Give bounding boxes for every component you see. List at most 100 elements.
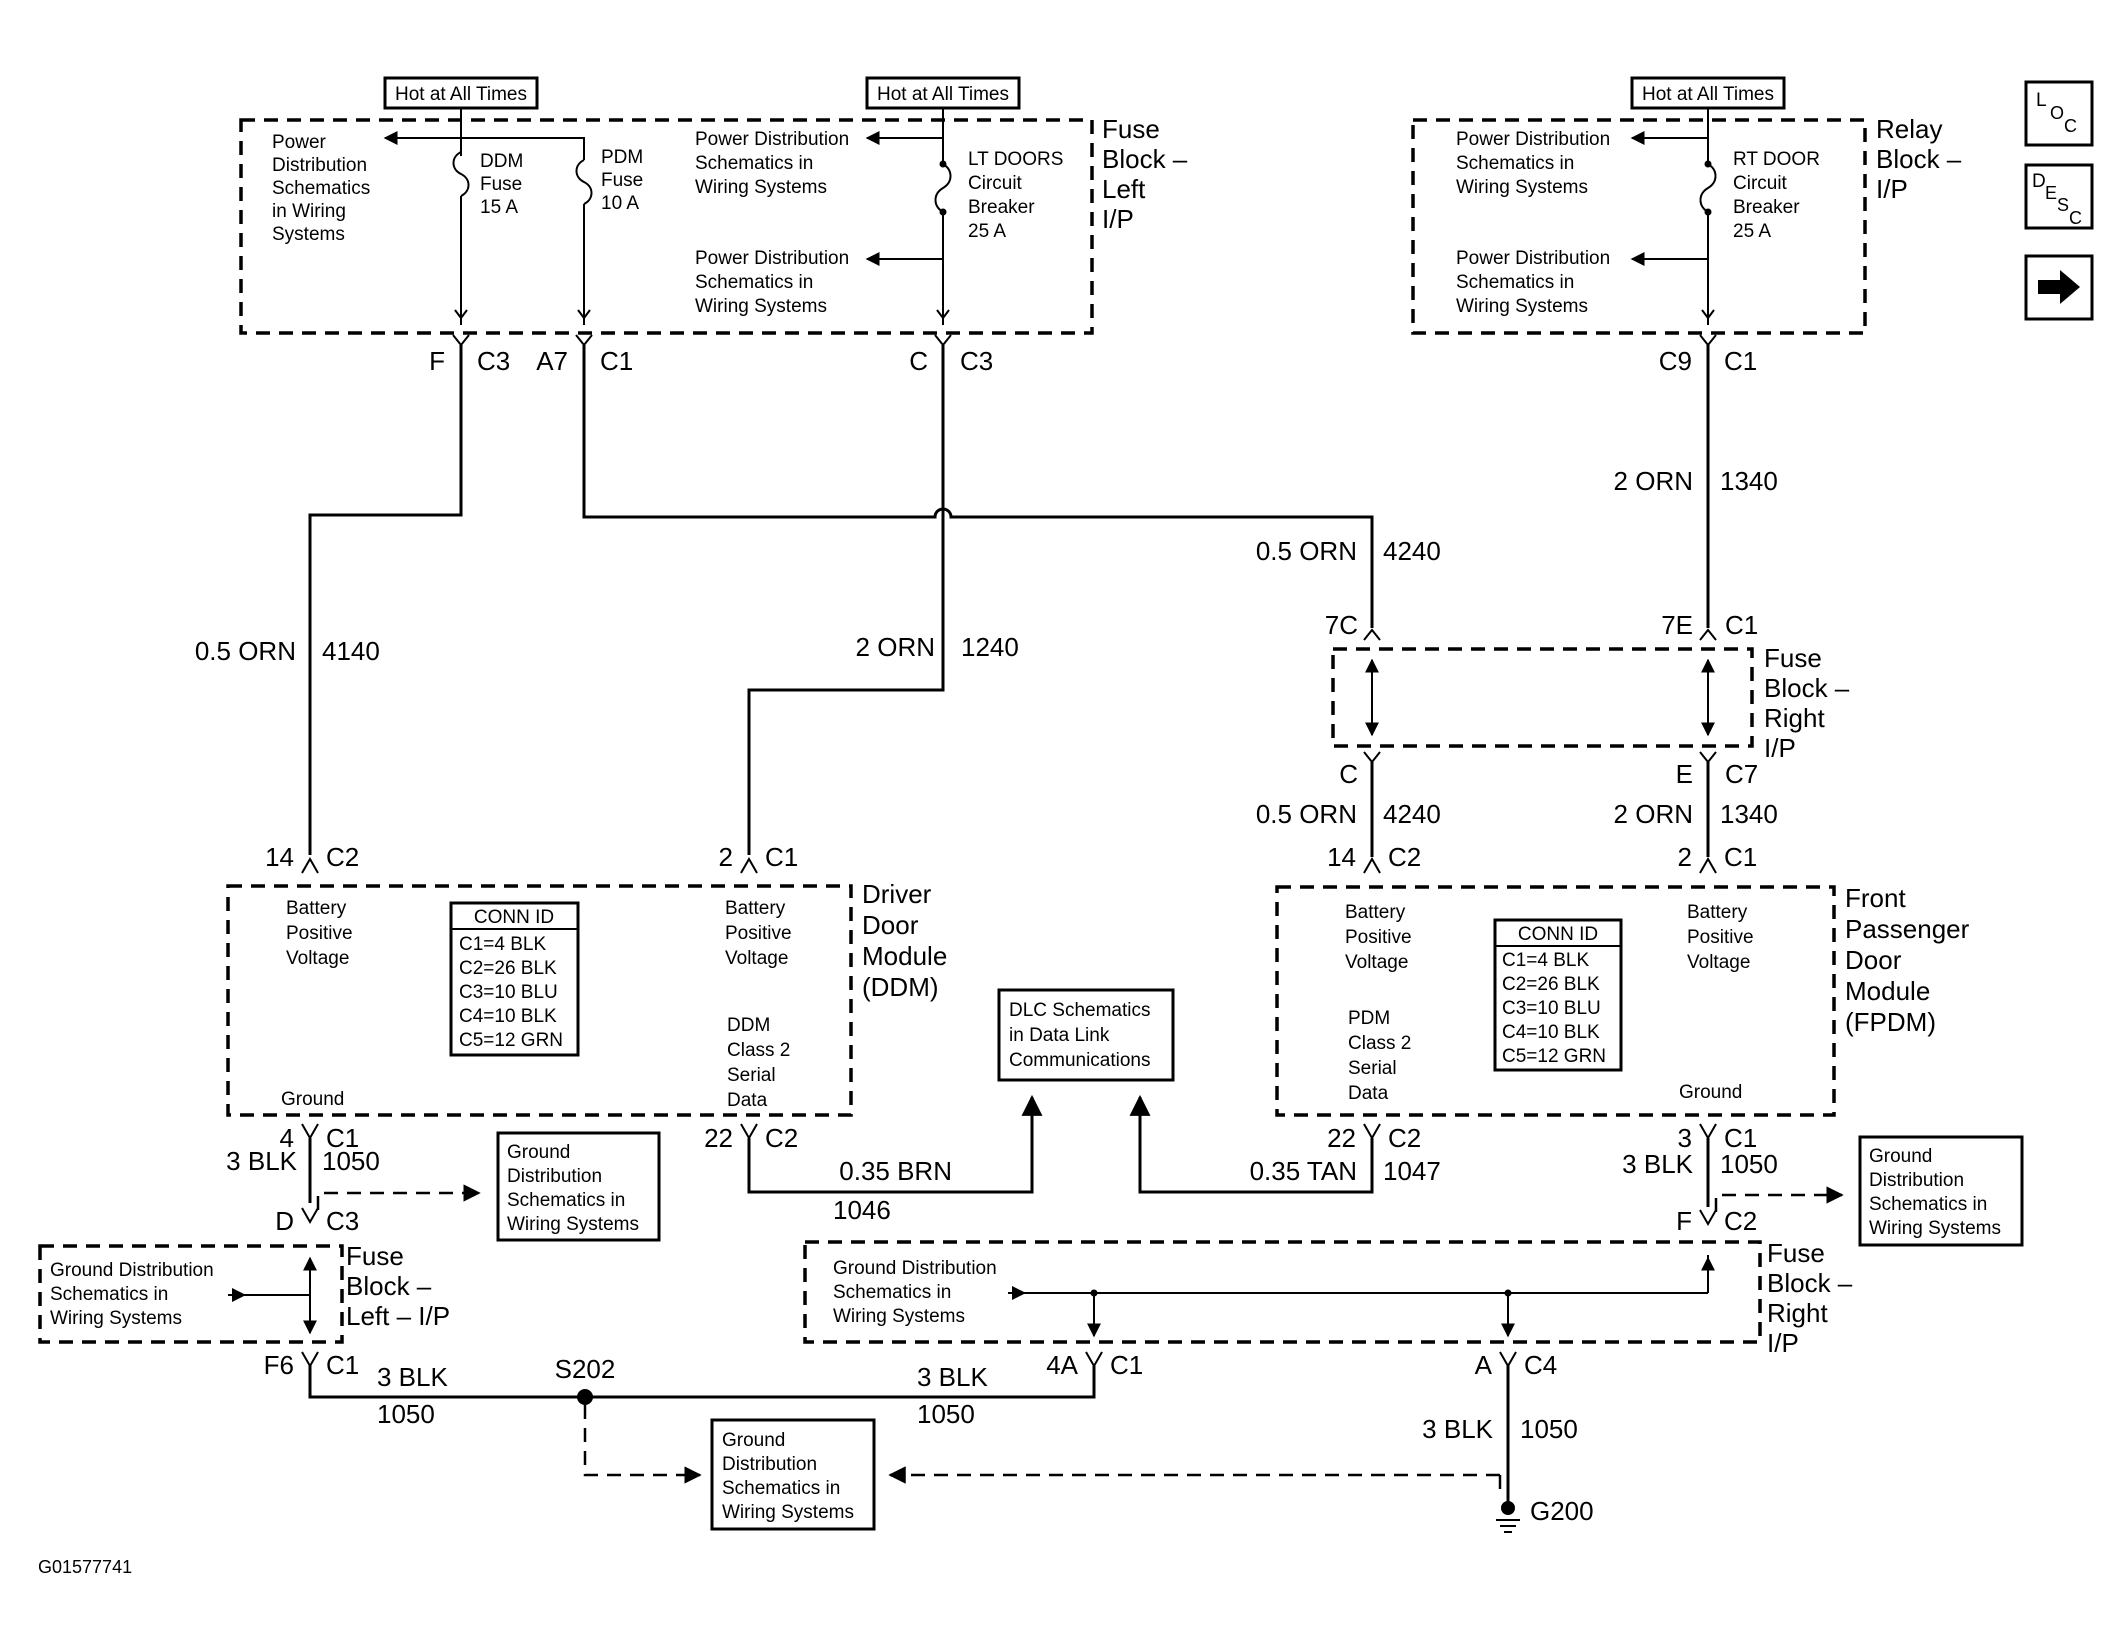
wire-1050-splice-bus: [308, 1364, 1096, 1399]
svg-text:C5=12 GRN: C5=12 GRN: [459, 1030, 563, 1051]
fuse-block-left-ip-bottom: Ground Distribution Schematics in Wiring…: [38, 1241, 450, 1344]
fuse-block-left-bottom-connector-top: D C3: [275, 1206, 359, 1236]
svg-text:Block –: Block –: [1767, 1268, 1853, 1298]
svg-text:C2: C2: [1388, 842, 1421, 872]
svg-text:C2=26 BLK: C2=26 BLK: [1502, 974, 1600, 995]
svg-text:CONN ID: CONN ID: [474, 907, 554, 928]
svg-text:C1=4 BLK: C1=4 BLK: [459, 934, 546, 955]
svg-text:Hot at All Times: Hot at All Times: [1642, 84, 1774, 105]
fuse-block-right-ip-middle: Fuse Block – Right I/P: [1331, 643, 1850, 763]
relay-block-ip: Relay Block – I/P: [1411, 114, 1962, 335]
svg-text:Module: Module: [1845, 976, 1930, 1006]
svg-text:1340: 1340: [1720, 799, 1778, 829]
svg-text:Power: Power: [272, 132, 327, 153]
svg-text:1050: 1050: [917, 1399, 975, 1429]
svg-text:Fuse: Fuse: [1767, 1238, 1825, 1268]
fuse-block-right-bottom-connectors-bottom: 4A C1 A C4: [1046, 1350, 1557, 1380]
svg-text:C1: C1: [1724, 346, 1757, 376]
svg-text:Module: Module: [862, 941, 947, 971]
svg-text:C3: C3: [326, 1206, 359, 1236]
svg-text:Circuit: Circuit: [1733, 173, 1788, 194]
svg-text:Schematics in: Schematics in: [1456, 272, 1574, 293]
svg-text:Schematics in: Schematics in: [722, 1478, 840, 1499]
svg-text:1050: 1050: [322, 1146, 380, 1176]
svg-text:3 BLK: 3 BLK: [226, 1146, 297, 1176]
pdm-fuse: PDM Fuse 10 A: [575, 144, 643, 325]
description-button[interactable]: D E S C: [2024, 163, 2094, 230]
svg-text:Battery: Battery: [1687, 902, 1748, 923]
svg-text:I/P: I/P: [1767, 1328, 1799, 1358]
svg-text:Right: Right: [1764, 703, 1825, 733]
svg-text:Wiring Systems: Wiring Systems: [50, 1308, 182, 1329]
svg-text:DLC Schematics: DLC Schematics: [1009, 1000, 1151, 1021]
svg-text:0.5 ORN: 0.5 ORN: [1256, 799, 1357, 829]
ddm-conn-id-table: CONN ID C1=4 BLK C2=26 BLK C3=10 BLU C4=…: [449, 901, 580, 1057]
svg-text:Ground: Ground: [281, 1089, 344, 1110]
svg-text:Power Distribution: Power Distribution: [695, 248, 849, 269]
svg-text:7E: 7E: [1661, 610, 1693, 640]
svg-text:3 BLK: 3 BLK: [1622, 1149, 1693, 1179]
svg-text:Left – I/P: Left – I/P: [346, 1301, 450, 1331]
svg-text:Schematics in: Schematics in: [1869, 1194, 1987, 1215]
svg-text:1046: 1046: [833, 1195, 891, 1225]
splice-s202: [577, 1389, 593, 1405]
svg-text:25 A: 25 A: [968, 221, 1006, 242]
svg-text:Voltage: Voltage: [286, 948, 349, 969]
svg-text:Wiring Systems: Wiring Systems: [1456, 177, 1588, 198]
fpdm-conn-id-table: CONN ID C1=4 BLK C2=26 BLK C3=10 BLU C4=…: [1493, 918, 1623, 1072]
svg-text:Voltage: Voltage: [1687, 952, 1750, 973]
svg-text:3 BLK: 3 BLK: [1422, 1414, 1493, 1444]
svg-text:Fuse: Fuse: [480, 174, 522, 195]
svg-text:1050: 1050: [1520, 1414, 1578, 1444]
svg-text:Wiring Systems: Wiring Systems: [722, 1502, 854, 1523]
fuse-block-left-ip: Fuse Block – Left I/P: [239, 114, 1188, 335]
svg-text:Power Distribution: Power Distribution: [1456, 248, 1610, 269]
svg-text:Wiring Systems: Wiring Systems: [833, 1306, 965, 1327]
svg-text:Battery: Battery: [1345, 902, 1406, 923]
ground-distribution-ref-bottom: Ground Distribution Schematics in Wiring…: [710, 1418, 876, 1531]
svg-text:Wiring Systems: Wiring Systems: [1456, 296, 1588, 317]
fuse-block-right-bottom-connector-top: F C2: [1676, 1206, 1757, 1236]
svg-text:Door: Door: [1845, 945, 1902, 975]
power-distribution-ref-left: Power Distribution Schematics in Wiring …: [272, 132, 370, 245]
svg-text:Hot at All Times: Hot at All Times: [395, 84, 527, 105]
wire-4140: [308, 345, 463, 855]
svg-text:Power Distribution: Power Distribution: [1456, 129, 1610, 150]
svg-text:PDM: PDM: [1348, 1008, 1390, 1029]
svg-text:Ground Distribution: Ground Distribution: [833, 1258, 997, 1279]
rt-door-circuit-breaker: RT DOOR Circuit Breaker 25 A: [1630, 120, 1820, 325]
top-connectors: F C3 A7 C1 C C3 C9 C1: [429, 334, 1757, 376]
power-distribution-ref-d: Power Distribution Schematics in Wiring …: [1456, 248, 1610, 317]
svg-text:Fuse: Fuse: [1764, 643, 1822, 673]
svg-text:I/P: I/P: [1876, 174, 1908, 204]
svg-text:in Data Link: in Data Link: [1009, 1025, 1110, 1046]
svg-text:A: A: [1475, 1350, 1493, 1380]
svg-text:Positive: Positive: [286, 923, 353, 944]
svg-text:15 A: 15 A: [480, 197, 518, 218]
svg-text:Systems: Systems: [272, 224, 345, 245]
svg-text:Voltage: Voltage: [1345, 952, 1408, 973]
svg-text:Driver: Driver: [862, 879, 932, 909]
svg-text:Class 2: Class 2: [727, 1040, 790, 1061]
svg-text:C1: C1: [326, 1350, 359, 1380]
location-button[interactable]: L O C: [2024, 80, 2094, 147]
svg-text:C: C: [1339, 759, 1358, 789]
ground-g200: G200: [1496, 1496, 1594, 1533]
fuse-block-right-top-connectors: 7C 7E C1: [1325, 610, 1758, 641]
svg-text:Circuit: Circuit: [968, 173, 1023, 194]
next-page-button[interactable]: [2024, 254, 2094, 321]
svg-text:Schematics in: Schematics in: [833, 1282, 951, 1303]
svg-text:Right: Right: [1767, 1298, 1828, 1328]
svg-text:Voltage: Voltage: [725, 948, 788, 969]
block-label: Fuse: [1102, 114, 1160, 144]
svg-text:Battery: Battery: [725, 898, 786, 919]
hot-at-all-times-label-3: Hot at All Times: [1630, 76, 1786, 110]
svg-text:C3: C3: [477, 346, 510, 376]
svg-text:D: D: [2032, 171, 2046, 192]
svg-text:4140: 4140: [322, 636, 380, 666]
svg-text:I/P: I/P: [1102, 204, 1134, 234]
fuse-block-right-ip-bottom: Ground Distribution Schematics in Wiring…: [803, 1238, 1853, 1358]
svg-text:Distribution: Distribution: [1869, 1170, 1964, 1191]
svg-text:C1: C1: [326, 1123, 359, 1153]
svg-text:Data: Data: [1348, 1083, 1389, 1104]
